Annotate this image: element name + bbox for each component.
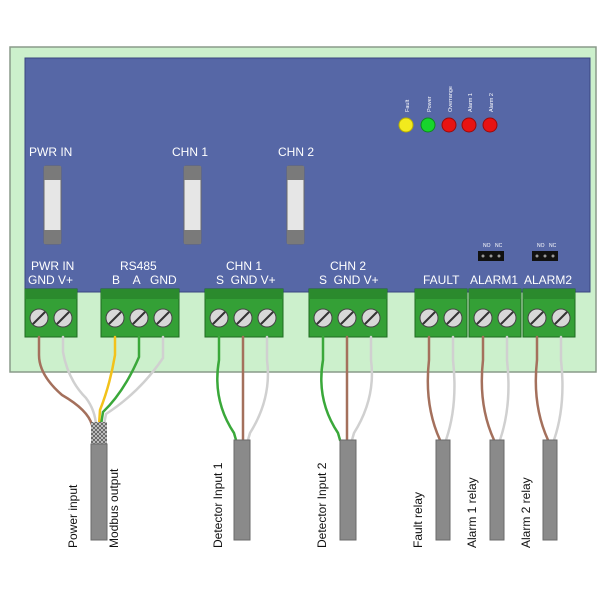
led-power-label: Power [427, 96, 433, 112]
jumper-alarm2-nc: NC [549, 243, 557, 249]
jumper-alarm1: NO NC [478, 243, 504, 261]
wires-chn2 [320, 335, 374, 442]
output-label-modbus: Modbus output [107, 468, 121, 548]
terminal-pwr-in-title: PWR IN [31, 259, 74, 273]
led-fault: Fault [398, 99, 414, 133]
wires-power-modbus [37, 335, 165, 427]
terminal-pwr-in-pins: GND V+ [28, 273, 73, 287]
jumper-alarm2: NO NC [532, 243, 558, 261]
led-power: Power [420, 96, 436, 133]
led-alarm1: Alarm 1 [461, 93, 477, 133]
terminal-block-rs485 [100, 288, 180, 338]
output-label-power: Power input [66, 484, 80, 548]
terminal-chn2-pins: S GND V+ [319, 273, 379, 287]
terminal-block-chn1 [204, 288, 284, 338]
modbus-braid [91, 422, 107, 444]
led-fault-label: Fault [405, 99, 411, 112]
cable-fault [435, 439, 451, 541]
wires-alarm2 [534, 335, 564, 442]
output-label-alarm2-relay: Alarm 2 relay [519, 477, 533, 548]
terminal-fault-title: FAULT [423, 273, 460, 287]
fuse-chn2: CHN 2 [278, 145, 314, 245]
cable-chn1 [233, 439, 251, 541]
terminal-chn1-title: CHN 1 [226, 259, 262, 273]
terminal-block-fault [414, 288, 468, 338]
fuse-chn1-label: CHN 1 [172, 145, 208, 159]
led-alarm2-label: Alarm 2 [489, 93, 495, 112]
led-alarm2: Alarm 2 [482, 93, 498, 133]
wires-chn1 [216, 335, 270, 442]
terminal-rs485-pins: B A GND [112, 273, 177, 287]
jumper-alarm2-no: NO [537, 243, 545, 249]
terminal-block-alarm2 [522, 288, 576, 338]
terminal-alarm1-title: ALARM1 [470, 273, 518, 287]
circuit-board [24, 57, 591, 293]
fuse-pwr-in: PWR IN [29, 145, 72, 245]
output-label-alarm1-relay: Alarm 1 relay [465, 477, 479, 548]
terminal-rs485-title: RS485 [120, 259, 157, 273]
wires-fault [426, 335, 456, 442]
led-overrange: Overrange [441, 86, 457, 133]
terminal-block-chn2 [308, 288, 388, 338]
output-label-detector1: Detector Input 1 [211, 462, 225, 548]
terminal-alarm2-title: ALARM2 [524, 273, 572, 287]
output-label-detector2: Detector Input 2 [315, 462, 329, 548]
terminal-chn2-title: CHN 2 [330, 259, 366, 273]
fuse-chn2-label: CHN 2 [278, 145, 314, 159]
jumper-alarm1-no: NO [483, 243, 491, 249]
cable-chn2 [339, 439, 357, 541]
output-label-fault-relay: Fault relay [411, 492, 425, 548]
cable-alarm2 [542, 439, 558, 541]
cable-power-modbus [90, 443, 108, 541]
fuse-chn1: CHN 1 [172, 145, 208, 245]
cable-alarm1 [489, 439, 505, 541]
led-alarm1-label: Alarm 1 [468, 93, 474, 112]
led-overrange-label: Overrange [448, 86, 454, 112]
jumper-alarm1-nc: NC [495, 243, 503, 249]
terminal-block-pwr-in [24, 288, 78, 338]
terminal-chn1-pins: S GND V+ [216, 273, 276, 287]
wires-alarm1 [480, 335, 510, 442]
terminal-block-alarm1 [468, 288, 522, 338]
fuse-pwr-in-label: PWR IN [29, 145, 72, 159]
